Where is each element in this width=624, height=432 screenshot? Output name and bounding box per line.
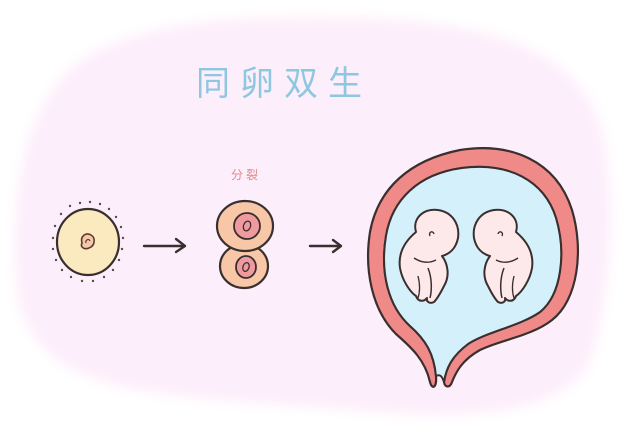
- arrow-right-icon: [142, 237, 187, 254]
- zygote-cell: [51, 200, 125, 283]
- page-title: 同卵双生: [196, 64, 372, 104]
- arrow-right-icon: [308, 238, 343, 254]
- nucleus-bottom: [235, 255, 257, 279]
- embryo-left: [398, 208, 460, 304]
- division-label: 分裂: [231, 168, 262, 182]
- embryo-right: [472, 208, 534, 304]
- zygote-nucleus: [80, 233, 95, 250]
- uterus-with-twins: [367, 147, 580, 388]
- nucleus-top: [233, 212, 261, 240]
- dividing-cell: [215, 199, 275, 290]
